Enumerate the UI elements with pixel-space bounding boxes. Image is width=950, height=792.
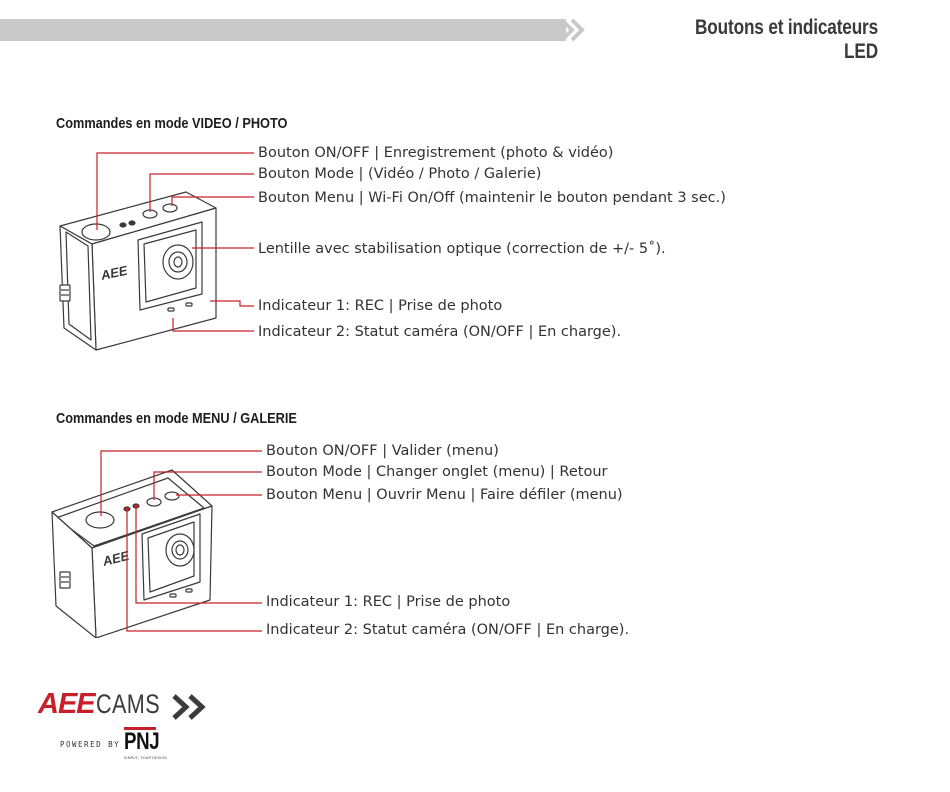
logo-brand: AEE — [38, 688, 96, 720]
label-mode-button: Bouton Mode | (Vidéo / Photo / Galerie) — [258, 166, 542, 182]
label-indicator-2: Indicateur 2: Statut caméra (ON/OFF | En… — [258, 324, 622, 340]
label-indicator-1: Indicateur 1: REC | Prise de photo — [258, 298, 503, 314]
page-title: Boutons et indicateurs LED — [695, 16, 878, 63]
pnj-accent-bar — [124, 727, 156, 730]
section-title-video-photo: Commandes en mode VIDEO / PHOTO — [56, 115, 288, 132]
camera-illustration-menu: AEE — [51, 469, 213, 638]
label-menu-button: Bouton Menu | Wi-Fi On/Off (maintenir le… — [258, 190, 726, 206]
chevron-right-icon — [560, 18, 585, 42]
camera-brand-mark: AEE — [99, 263, 130, 284]
double-chevron-icon — [172, 694, 206, 720]
label-indicator-2: Indicateur 2: Statut caméra (ON/OFF | En… — [266, 622, 630, 638]
label-lens: Lentille avec stabilisation optique (cor… — [258, 241, 666, 257]
camera-brand-mark: AEE — [100, 548, 131, 569]
pnj-logo: PNJ — [124, 728, 160, 755]
powered-by-text: POWERED BY — [60, 740, 121, 749]
section-title-menu-galerie: Commandes en mode MENU / GALERIE — [56, 410, 297, 427]
camera-illustration-front: AEE — [59, 191, 217, 351]
logo-product: CAMS — [95, 689, 160, 719]
label-onoff-button: Bouton ON/OFF | Enregistrement (photo & … — [258, 145, 614, 161]
label-menu-button: Bouton Menu | Ouvrir Menu | Faire défile… — [266, 487, 623, 503]
label-onoff-button: Bouton ON/OFF | Valider (menu) — [266, 443, 499, 459]
label-mode-button: Bouton Mode | Changer onglet (menu) | Re… — [266, 464, 608, 480]
pnj-tagline: SIMPLE, YOUR DESIGN — [124, 756, 168, 760]
aeecams-logo: AEECAMS — [38, 688, 206, 721]
header-bar — [0, 19, 566, 41]
label-indicator-1: Indicateur 1: REC | Prise de photo — [266, 594, 511, 610]
